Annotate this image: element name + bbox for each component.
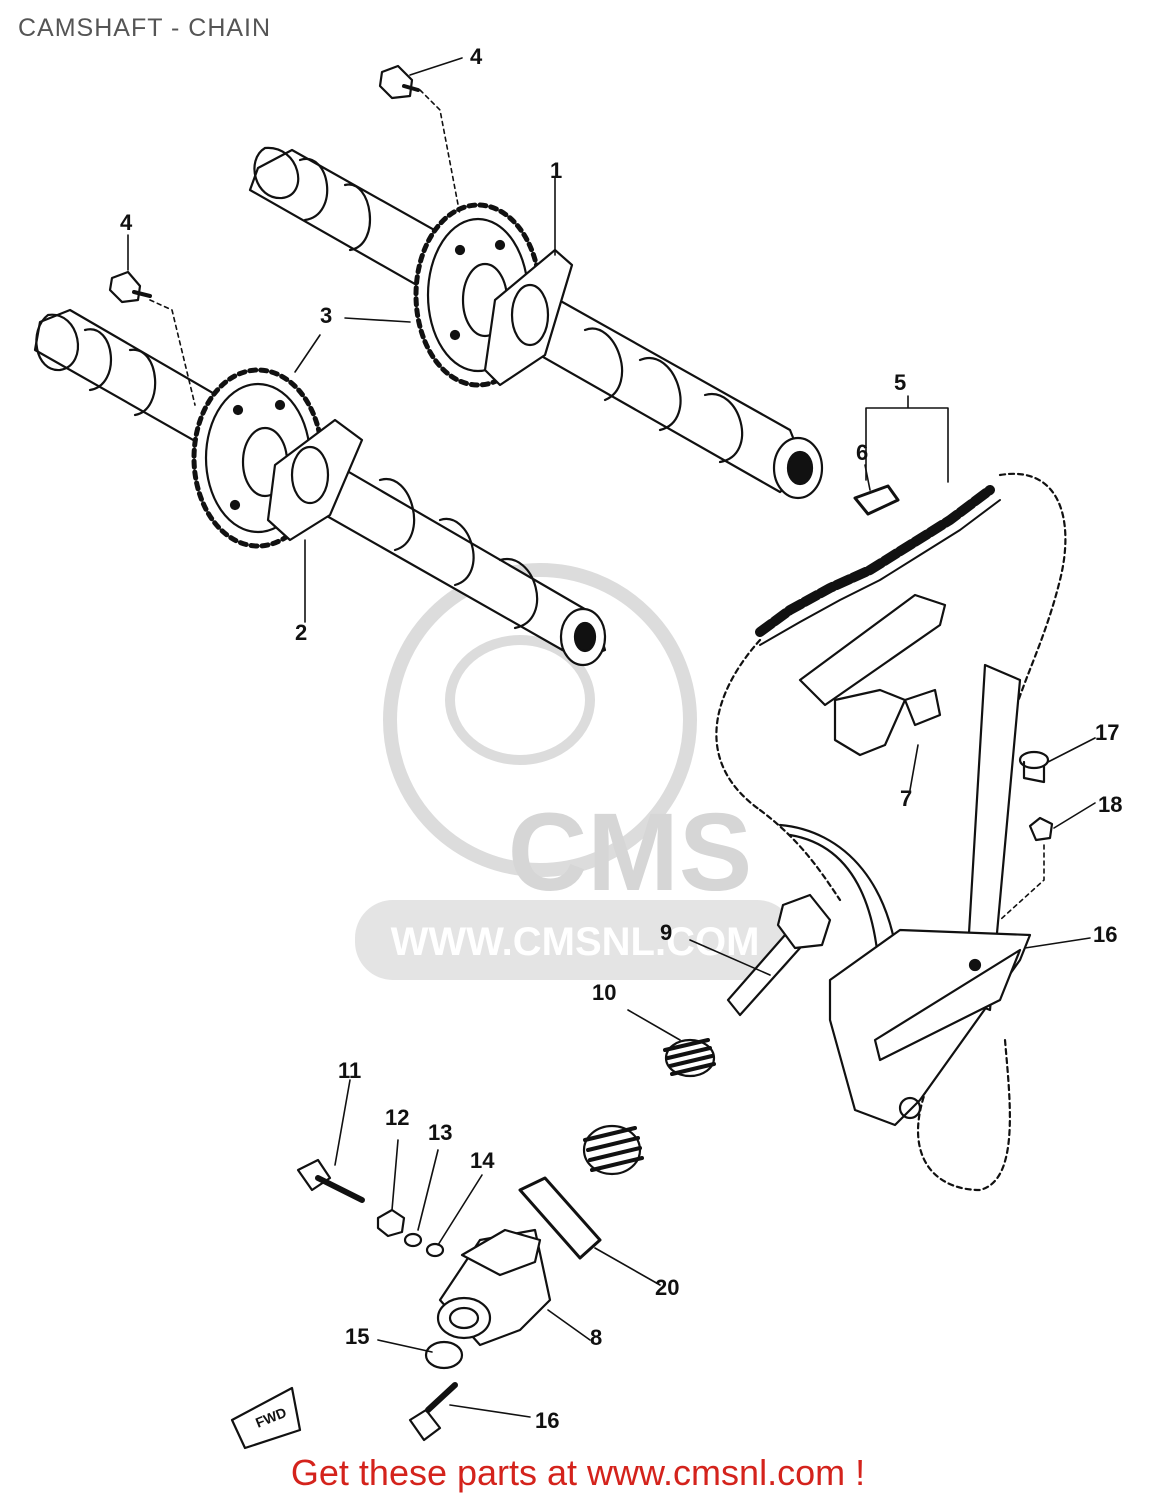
tensioner-rod (726, 893, 832, 1017)
callout-4-lower: 4 (120, 210, 133, 235)
tensioner-gasket (518, 1176, 602, 1260)
cms-watermark (355, 563, 795, 980)
callout-18: 17 (1095, 720, 1119, 745)
tensioner-spring-2 (582, 1124, 644, 1176)
callout-1: 1 (550, 158, 562, 183)
fwd-arrow-icon (230, 1386, 302, 1450)
callout-14: 14 (470, 1148, 495, 1173)
callout-15: 15 (345, 1324, 369, 1349)
callout-8: 8 (590, 1325, 602, 1350)
upper-holder-bore (510, 283, 550, 347)
get-parts-link[interactable]: Get these parts at www.cmsnl.com ! (290, 1452, 866, 1493)
leader-lines (127, 57, 1096, 1418)
callout-12: 12 (385, 1105, 409, 1130)
watermark-brand: CMS (508, 791, 752, 914)
tensioner-cap-bolt (408, 1382, 458, 1442)
callout-labels: 4 4 1 3 2 5 6 7 17 18 16 9 10 11 12 13 1… (120, 44, 1122, 1433)
callout-19: 18 (1098, 792, 1122, 817)
guide-bolt (1018, 750, 1050, 784)
callout-2: 2 (295, 620, 307, 645)
callout-4-upper: 4 (470, 44, 483, 69)
watermark-mascot-head (445, 635, 595, 765)
chain-guide-rear (778, 663, 1032, 1127)
adjusting-bolt (296, 1158, 365, 1203)
lower-cam-holder (266, 418, 364, 542)
callout-6: 6 (856, 440, 868, 465)
callout-20: 20 (655, 1275, 679, 1300)
tensioner-spring-1 (663, 1038, 716, 1078)
callout-16: 16 (535, 1408, 559, 1433)
tensioner-cap (424, 1340, 464, 1370)
tensioner-washer (403, 1232, 423, 1248)
watermark-ring (383, 563, 697, 877)
sprocket-bolt-upper (378, 64, 420, 100)
timing-chain (715, 472, 1067, 1192)
chain-guide-upper (798, 593, 947, 757)
tensioner-housing (436, 1228, 552, 1347)
callout-7: 7 (900, 786, 912, 811)
sprocket-bolt-lower (108, 270, 152, 304)
callout-11: 11 (338, 1058, 361, 1083)
callout-5: 5 (894, 370, 906, 395)
guide-nut (1028, 816, 1054, 842)
callout-10: 10 (592, 980, 616, 1005)
page-title: CAMSHAFT - CHAIN (18, 14, 272, 42)
callout-9: 9 (660, 920, 672, 945)
lower-holder-bore (290, 445, 330, 505)
callout-13: 13 (428, 1120, 452, 1145)
chain-joint (853, 484, 900, 516)
o-ring (425, 1242, 445, 1258)
callout-17: 16 (1093, 922, 1117, 947)
watermark-url-bar (355, 900, 795, 980)
watermark-url: WWW.CMSNL.COM (391, 920, 760, 964)
lock-nut (376, 1208, 406, 1238)
callout-3: 3 (320, 303, 332, 328)
